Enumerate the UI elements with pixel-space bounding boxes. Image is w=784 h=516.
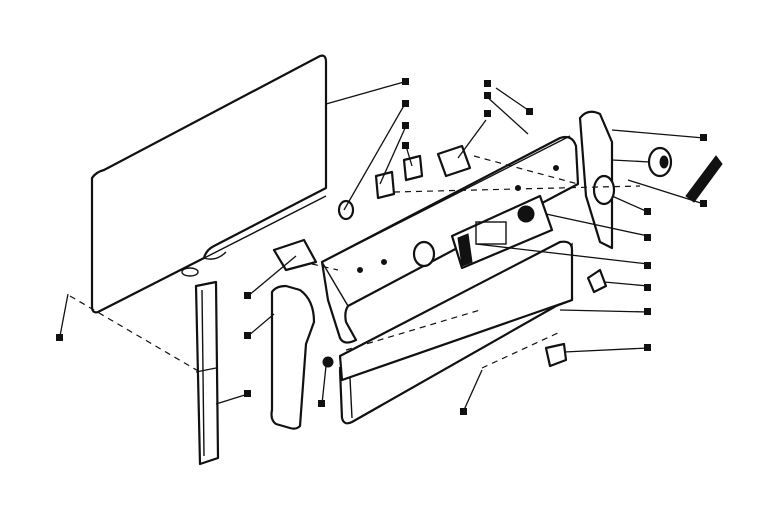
right-end-bracket <box>578 110 616 250</box>
switch-module <box>272 144 608 368</box>
leader-lines <box>59 81 705 411</box>
assembly-dashed-lines <box>69 155 641 373</box>
left-end-cap <box>270 284 316 430</box>
knob <box>647 146 723 203</box>
left-bracket <box>194 280 220 466</box>
clock-timer <box>450 194 554 270</box>
trim-strip <box>338 240 574 425</box>
backguard-rear-panel <box>90 54 328 314</box>
callout-markers <box>56 78 707 415</box>
control-panel-housing <box>320 135 580 344</box>
